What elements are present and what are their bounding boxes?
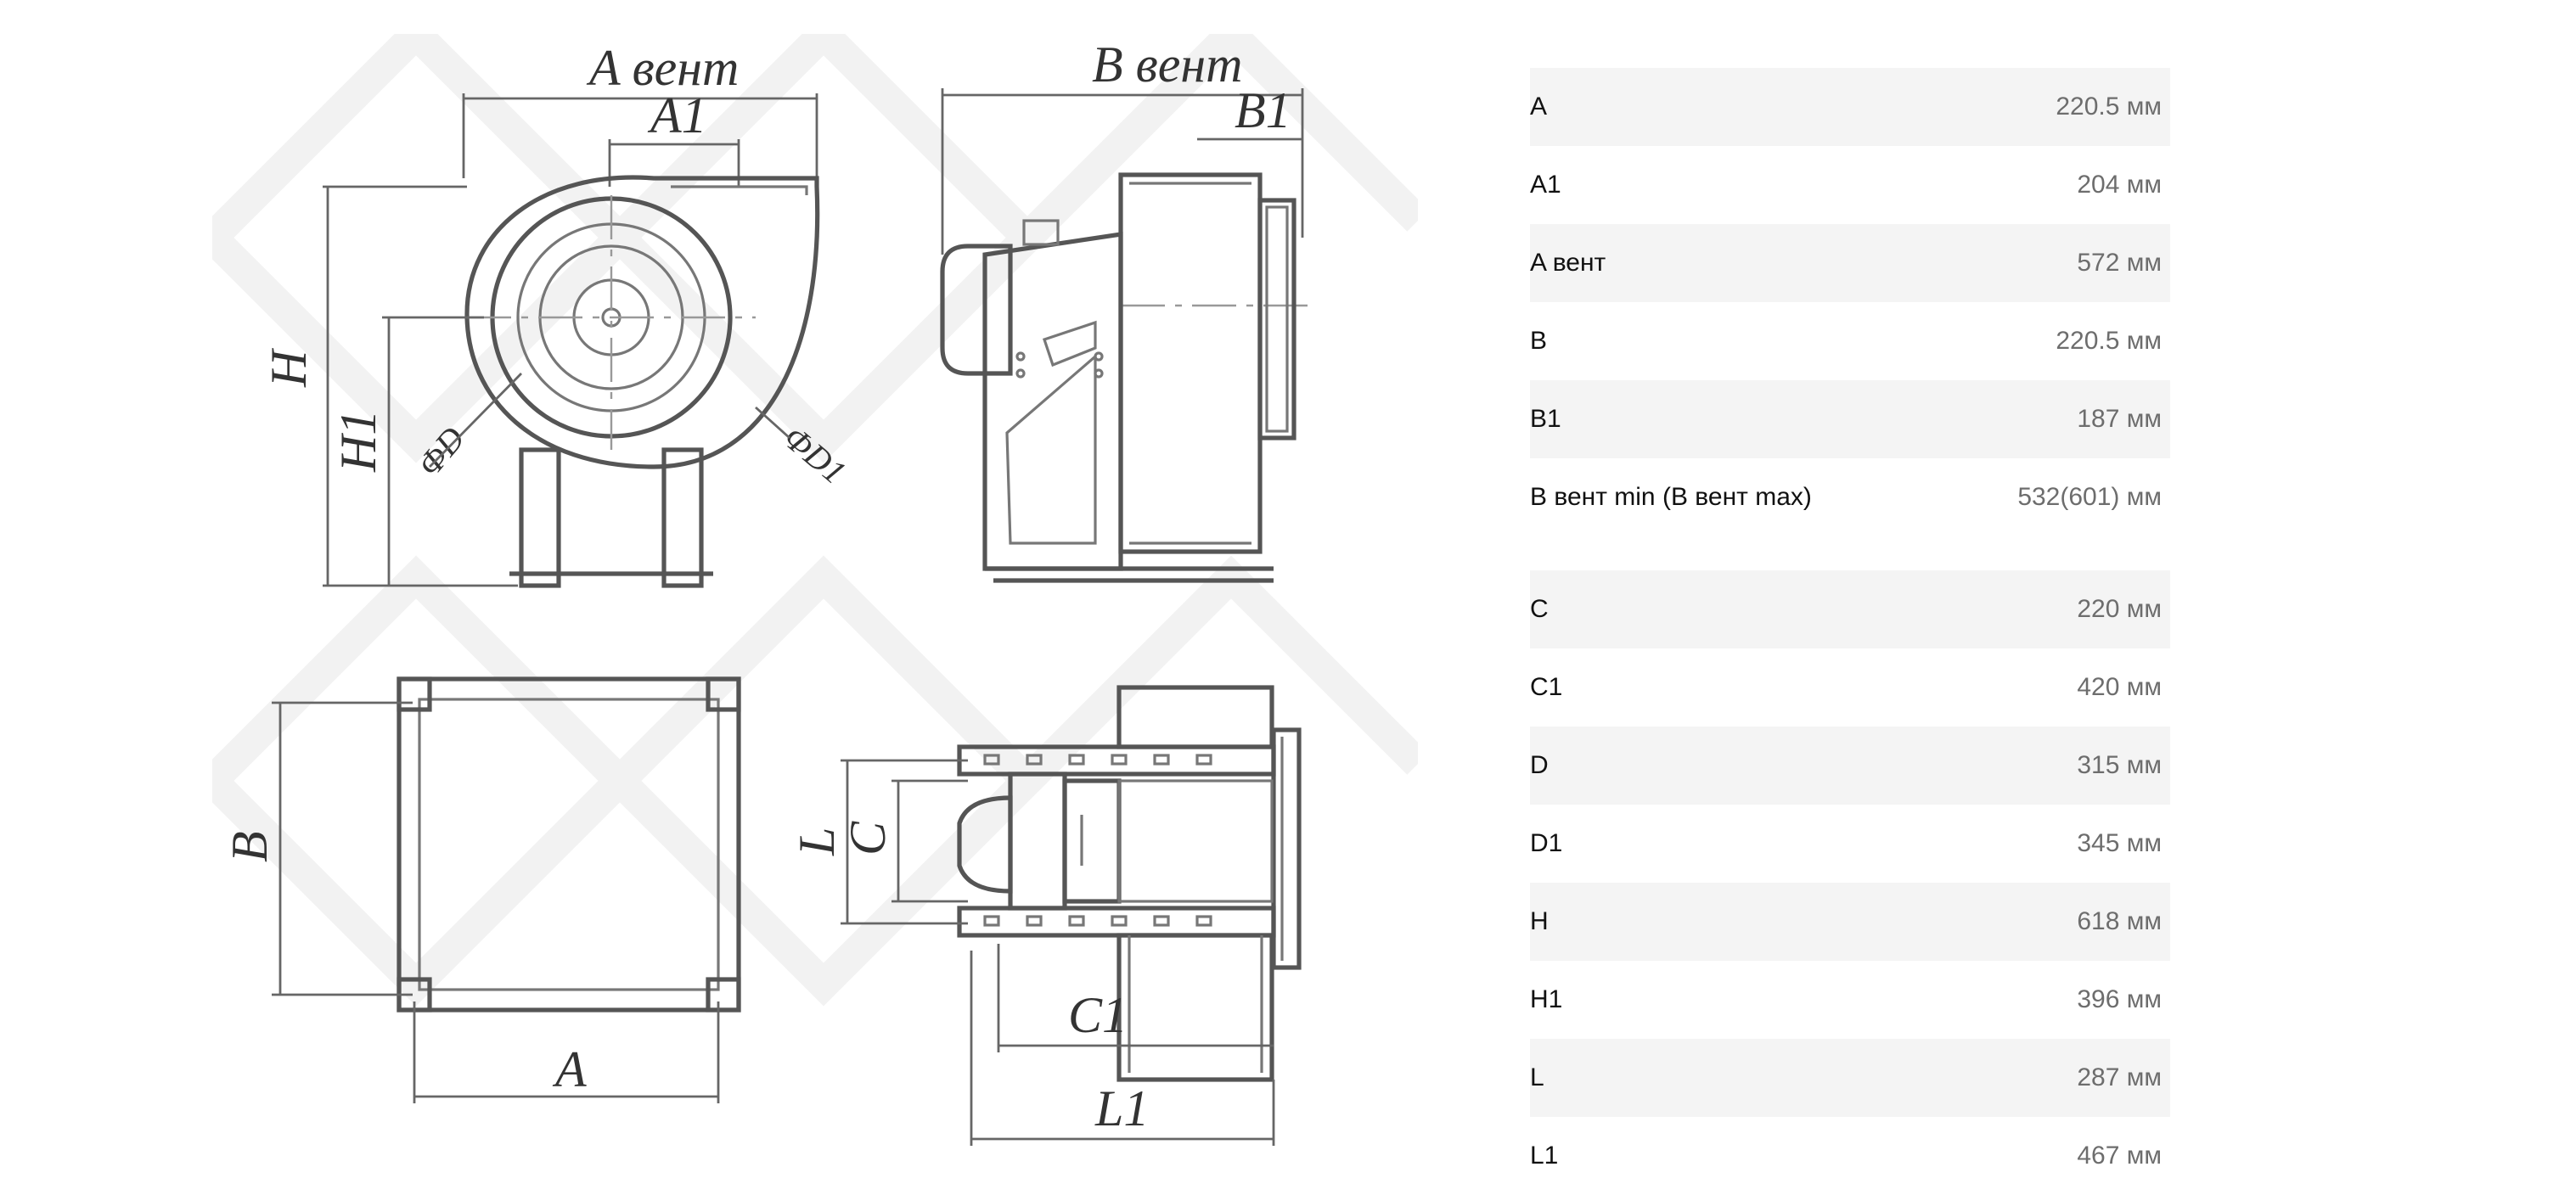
param-value: 420 мм — [2077, 673, 2162, 701]
label-l1: L1 — [1094, 1080, 1149, 1136]
param-value: 315 мм — [2077, 751, 2162, 779]
table-row: C1 420 мм — [1530, 648, 2170, 727]
param-value: 187 мм — [2077, 405, 2162, 433]
table-row: B вент min (B вент max) 532(601) мм — [1530, 458, 2170, 570]
param-name: A вент — [1530, 249, 1606, 277]
dimensions-table: A 220.5 мм A1 204 мм A вент 572 мм B 220.5 м… — [1530, 68, 2170, 1195]
param-name: B вент min (B вент max) — [1530, 483, 1812, 511]
table-row: A вент 572 мм — [1530, 224, 2170, 302]
param-name: C1 — [1530, 673, 1563, 701]
param-value: 345 мм — [2077, 829, 2162, 857]
param-name: D1 — [1530, 829, 1563, 857]
table-row: D 315 мм — [1530, 727, 2170, 805]
label-c1: C1 — [1068, 987, 1128, 1043]
param-name: C — [1530, 595, 1549, 623]
front-view: A вент A1 H — [261, 40, 853, 588]
label-c: C — [840, 821, 896, 856]
side-view: B вент B1 — [940, 36, 1316, 583]
label-b-vent: B вент — [1092, 36, 1242, 93]
table-row: H 618 мм — [1530, 883, 2170, 961]
param-value: 287 мм — [2077, 1063, 2162, 1091]
table-row: A1 204 мм — [1530, 146, 2170, 224]
table-row: L1 467 мм — [1530, 1117, 2170, 1195]
param-name: B — [1530, 327, 1548, 355]
param-name: A1 — [1530, 171, 1561, 199]
param-value: 220.5 мм — [2056, 93, 2162, 121]
label-a1: A1 — [647, 87, 707, 143]
param-value: 618 мм — [2077, 907, 2162, 935]
param-value: 204 мм — [2077, 171, 2162, 199]
table-row: C 220 мм — [1530, 570, 2170, 648]
table-row: D1 345 мм — [1530, 805, 2170, 883]
param-name: B1 — [1530, 405, 1561, 433]
table-row: B1 187 мм — [1530, 380, 2170, 458]
param-value: 467 мм — [2077, 1142, 2162, 1170]
param-name: L1 — [1530, 1142, 1559, 1170]
label-a-vent: A вент — [586, 40, 739, 96]
param-name: H1 — [1530, 985, 1563, 1013]
label-b1: B1 — [1235, 82, 1291, 138]
label-h1: H1 — [330, 410, 386, 473]
label-b: B — [222, 831, 278, 862]
param-value: 220 мм — [2077, 595, 2162, 623]
table-row: B 220.5 мм — [1530, 302, 2170, 380]
param-value: 396 мм — [2077, 985, 2162, 1013]
label-h: H — [261, 347, 317, 388]
label-a: A — [552, 1041, 587, 1097]
param-value: 220.5 мм — [2056, 327, 2162, 355]
param-name: A — [1530, 93, 1548, 121]
param-value: 572 мм — [2077, 249, 2162, 277]
param-name: H — [1530, 907, 1549, 935]
param-name: D — [1530, 751, 1549, 779]
table-row: L 287 мм — [1530, 1039, 2170, 1117]
param-name: L — [1530, 1063, 1544, 1091]
outlet-view: B A — [222, 676, 741, 1103]
label-l: L — [789, 828, 845, 856]
table-row: A 220.5 мм — [1530, 68, 2170, 146]
mounting-view: L C C1 L1 — [789, 685, 1302, 1146]
watermark-pattern — [212, 34, 1418, 1007]
fan-technical-drawing: A вент A1 H — [212, 34, 1418, 1171]
table-row: H1 396 мм — [1530, 961, 2170, 1039]
param-value: 532(601) мм — [2017, 483, 2162, 511]
